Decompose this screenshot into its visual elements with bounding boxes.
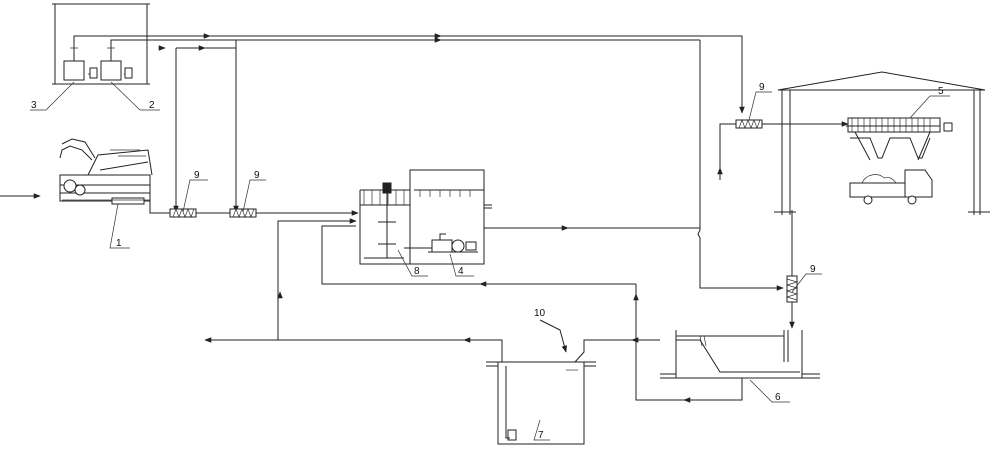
label-6: 6 xyxy=(775,392,781,403)
label-9-mixer-3: 9 xyxy=(759,82,765,93)
filter-press-building xyxy=(774,71,990,215)
pipe-mixer-3 xyxy=(735,119,763,129)
pipe-mixer-4 xyxy=(785,275,799,303)
reaction-tanks xyxy=(359,169,492,265)
label-4: 4 xyxy=(458,266,464,277)
label-5: 5 xyxy=(938,86,944,97)
label-8: 8 xyxy=(414,266,420,277)
dosing-house xyxy=(52,3,150,85)
label-9-mixer-4: 9 xyxy=(810,264,816,275)
label-9-mixer-2: 9 xyxy=(254,170,260,181)
leader-lines xyxy=(30,81,950,441)
pipe-mixer-1 xyxy=(169,208,197,218)
clear-water-tank xyxy=(486,361,596,445)
label-3: 3 xyxy=(31,100,37,111)
pipe-mixer-2 xyxy=(229,208,257,218)
desilting-unit xyxy=(59,138,153,205)
label-1: 1 xyxy=(116,238,122,249)
pipe-network xyxy=(0,33,849,403)
label-2: 2 xyxy=(149,100,155,111)
label-9-mixer-1: 9 xyxy=(194,170,200,181)
clarifier-tank xyxy=(660,330,820,379)
label-7: 7 xyxy=(538,430,544,441)
label-10: 10 xyxy=(534,308,546,319)
